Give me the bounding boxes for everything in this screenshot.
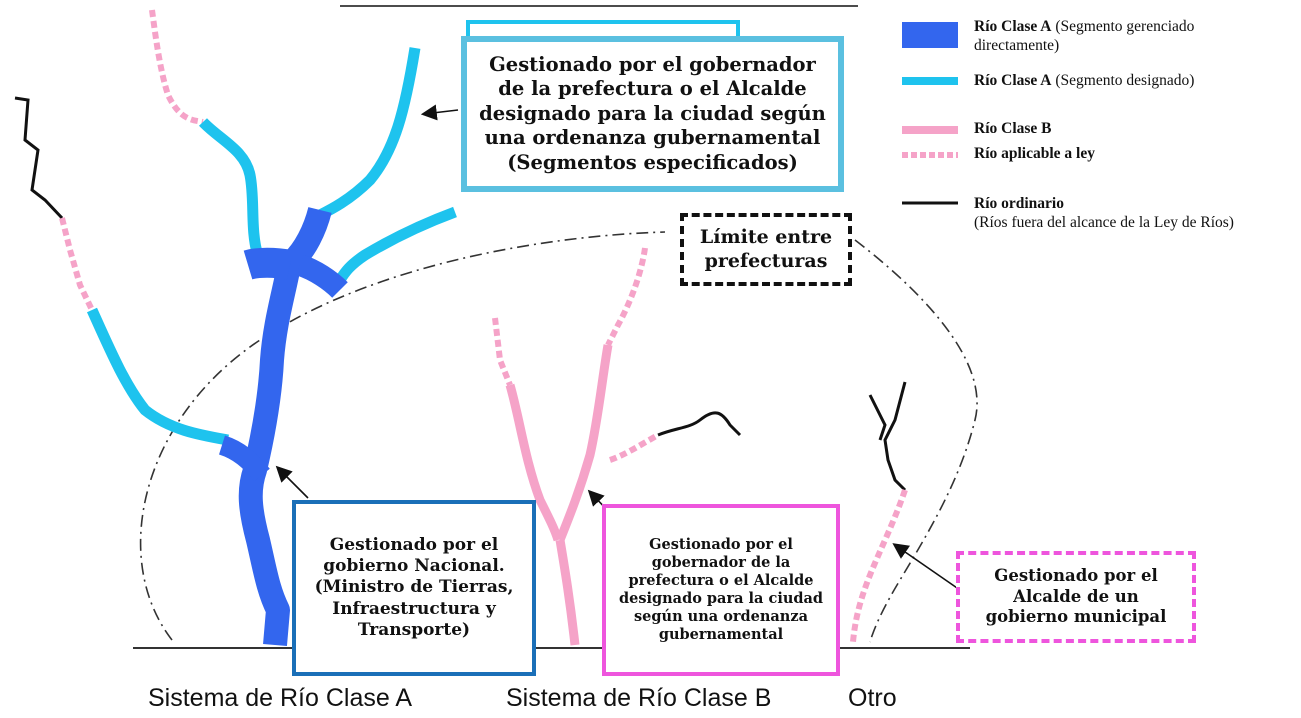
class-a-designated-top-branch (199, 118, 264, 258)
legend-item-class-a-designated: Río Clase A (Segmento designado) (974, 72, 1204, 91)
ordinary-river-other (868, 381, 907, 492)
legend-sublabel: (Segmento designado) (1051, 72, 1195, 89)
legend-item-law-applicable: Río aplicable a ley (974, 145, 1234, 163)
legend-sublabel: (Ríos fuera del alcance de la Ley de Río… (974, 214, 1234, 232)
law-river-other (850, 489, 908, 643)
law-river-b-side (608, 432, 660, 463)
class-a-main-trunk (238, 257, 302, 647)
legend-label: Río aplicable a ley (974, 145, 1095, 162)
arrow-to-main-trunk (275, 465, 309, 499)
arrow-to-designated (420, 104, 459, 121)
class-a-designated-upper-branch (317, 47, 421, 220)
class-a-system-label: Sistema de Río Clase A (148, 684, 413, 712)
prefecture-segments-box: Gestionado por el gobernador de la prefe… (461, 36, 844, 192)
law-river-left (59, 217, 95, 312)
class-a-fork-left (243, 247, 293, 280)
class-b-trunk (555, 539, 580, 646)
legend-label: Río Clase A (974, 72, 1052, 89)
law-river-b-left (492, 317, 513, 387)
legend-item-ordinary: Río ordinario (Ríos fuera del alcance de… (974, 194, 1274, 233)
national-box: Gestionado por el gobierno Nacional. (Mi… (292, 500, 536, 676)
national-text: Gestionado por el gobierno Nacional. (Mi… (314, 534, 514, 640)
class-a-direct-swatch (902, 22, 958, 48)
class-b-right-branch (555, 344, 613, 542)
legend-item-class-b: Río Clase B (974, 120, 1234, 138)
ordinary-river-b (657, 411, 742, 437)
ordinary-river-left (14, 96, 64, 220)
class-b-left-branch (505, 383, 563, 542)
class-b-manager-text: Gestionado por el gobernador de la prefe… (618, 535, 824, 644)
municipal-text: Gestionado por el Alcalde de un gobierno… (985, 566, 1167, 627)
law-river-b-right (605, 247, 648, 347)
prefecture-border-text: Límite entre prefecturas (699, 225, 833, 272)
class-a-designated-left-branch (86, 307, 229, 446)
prefecture-border-line (139, 231, 666, 641)
prefecture-border-box: Límite entre prefecturas (680, 213, 852, 286)
class-a-designated-right-branch (335, 206, 457, 283)
legend-label: Río Clase A (974, 18, 1052, 35)
legend-item-class-a-direct: Río Clase A (Segmento gerenciado directa… (974, 18, 1234, 55)
class-b-manager-box: Gestionado por el gobernador de la prefe… (602, 504, 840, 676)
class-b-system-label: Sistema de Río Clase B (506, 684, 772, 712)
legend-label: Río ordinario (974, 195, 1064, 212)
prefecture-segments-text: Gestionado por el gobernador de la prefe… (479, 53, 826, 174)
other-system-label: Otro (848, 684, 897, 712)
class-a-fork-right2 (296, 254, 348, 298)
municipal-box: Gestionado por el Alcalde de un gobierno… (956, 551, 1196, 643)
class-a-lower-branch (218, 435, 270, 482)
law-river-top (149, 9, 204, 125)
class-a-fork-right (283, 206, 332, 271)
arrow-to-law-river-other (892, 543, 961, 591)
prefecture-border-line-right (854, 239, 978, 643)
legend-label: Río Clase B (974, 120, 1052, 137)
legend-sublabel: (Segmento gerenciado directamente) (974, 18, 1195, 54)
